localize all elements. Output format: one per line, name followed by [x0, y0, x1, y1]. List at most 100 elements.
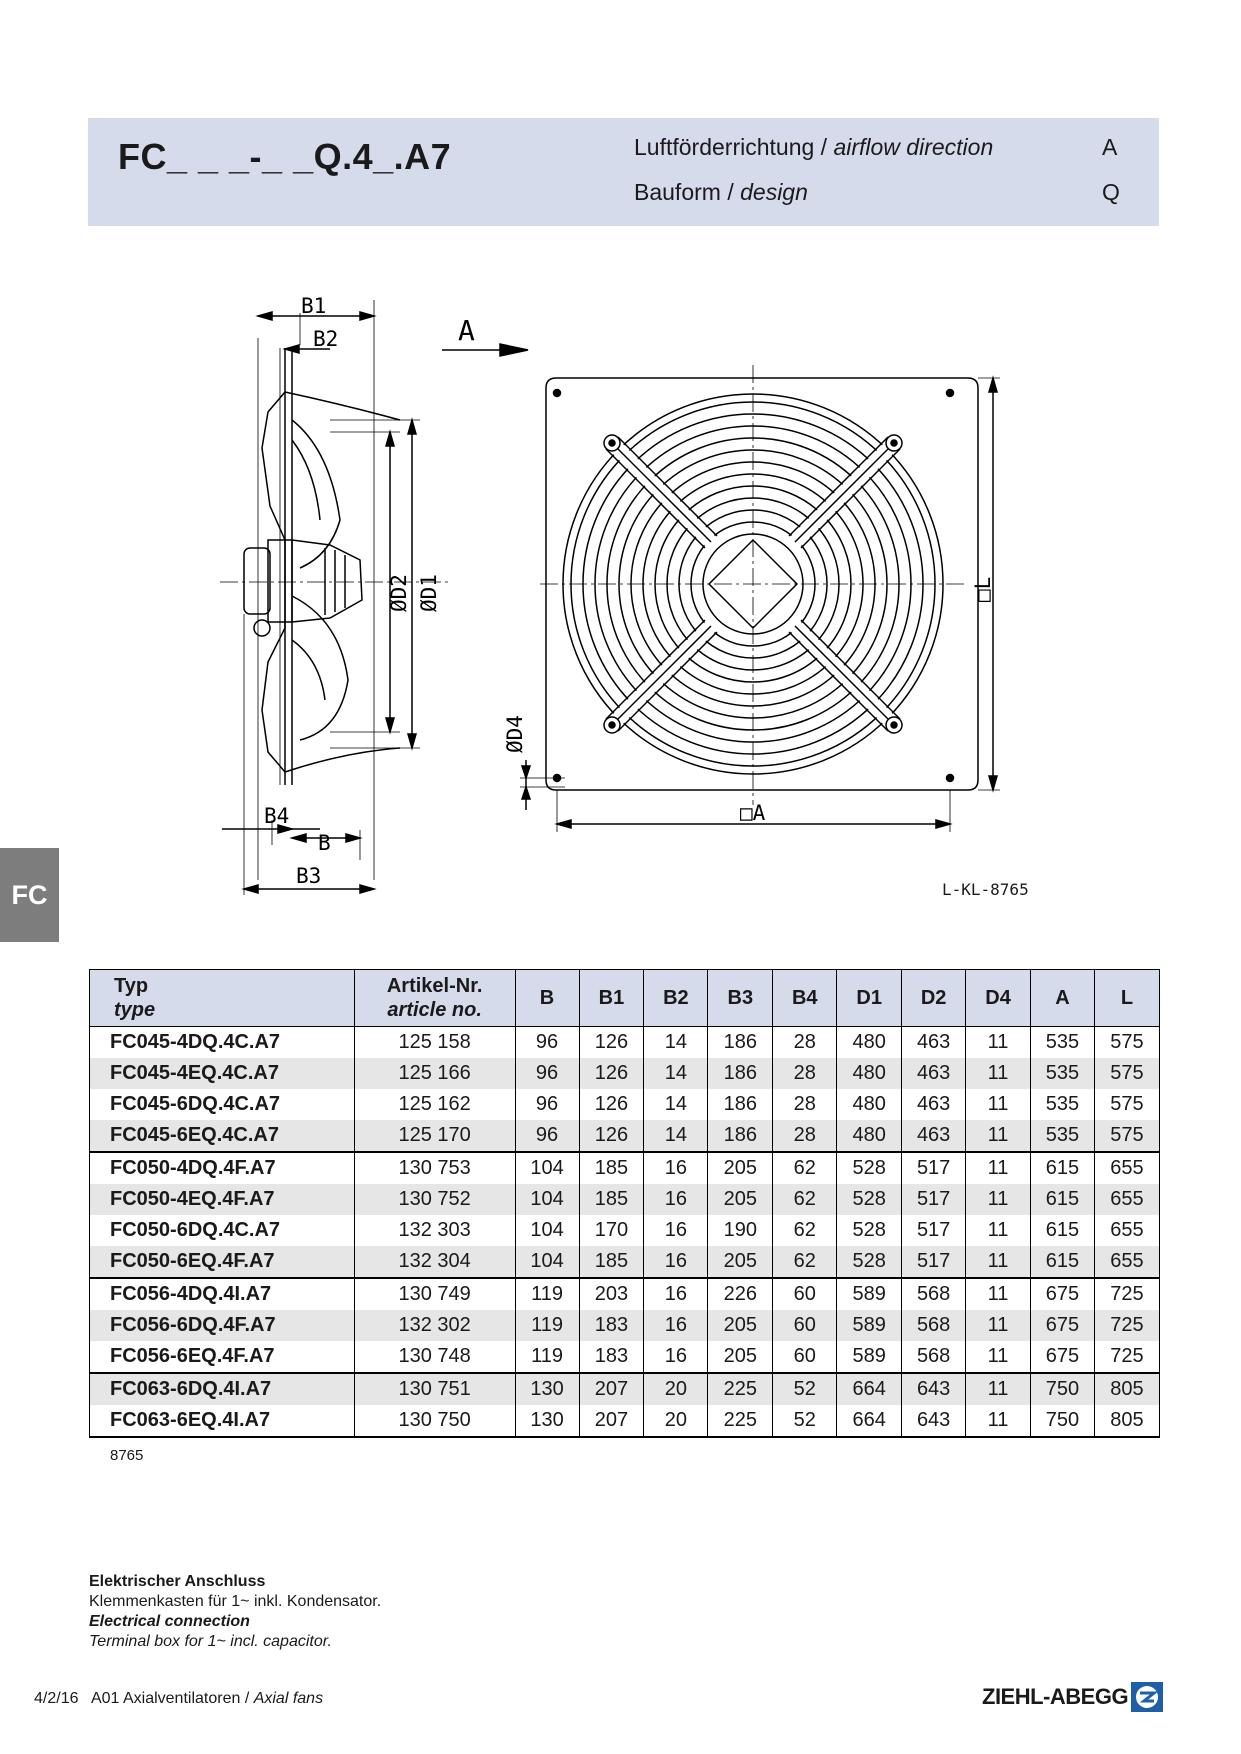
- dimension-cell: 615: [1030, 1215, 1095, 1246]
- dimension-cell: 185: [578, 1184, 645, 1215]
- dimension-cell: 96: [514, 1120, 580, 1153]
- dimension-cell: 28: [772, 1058, 838, 1089]
- label-b2: B2: [313, 327, 338, 351]
- article-cell: 130 751: [353, 1373, 516, 1405]
- side-view: [220, 300, 450, 895]
- label-d2: ØD2: [387, 574, 411, 612]
- dimension-cell: 517: [901, 1152, 967, 1184]
- dimension-cell: 11: [965, 1341, 1032, 1374]
- dimension-cell: 615: [1030, 1184, 1095, 1215]
- dimension-cell: 528: [836, 1215, 903, 1246]
- design-value: Q: [1102, 179, 1120, 205]
- dimension-cell: 575: [1093, 1058, 1161, 1089]
- dimension-cell: 186: [707, 1058, 774, 1089]
- dimension-cell: 535: [1030, 1089, 1095, 1120]
- dimension-cell: 11: [965, 1184, 1032, 1215]
- dimension-cell: 480: [836, 1089, 903, 1120]
- electrical-title-de: Elektrischer Anschluss: [89, 1573, 266, 1590]
- dimension-cell: 16: [643, 1246, 709, 1279]
- dimension-cell: 11: [965, 1089, 1032, 1120]
- header-b1: B1: [578, 969, 645, 1027]
- header-a: A: [1030, 969, 1095, 1027]
- header-d4: D4: [965, 969, 1032, 1027]
- dimension-cell: 62: [772, 1215, 838, 1246]
- brand-logo: ZIEHL-ABEGG: [982, 1681, 1164, 1713]
- label-b1: B1: [301, 294, 326, 318]
- type-cell: FC050-6EQ.4F.A7: [89, 1246, 355, 1279]
- dimension-cell: 62: [772, 1246, 838, 1279]
- dimension-cell: 750: [1030, 1405, 1095, 1438]
- dimension-cell: 675: [1030, 1310, 1095, 1341]
- dimension-cell: 517: [901, 1246, 967, 1279]
- article-cell: 130 748: [353, 1341, 516, 1374]
- type-cell: FC045-6DQ.4C.A7: [89, 1089, 355, 1120]
- drawing-reference: L-KL-8765: [942, 880, 1029, 899]
- dimension-cell: 96: [514, 1026, 580, 1058]
- dimension-cell: 535: [1030, 1120, 1095, 1153]
- article-cell: 130 749: [353, 1278, 516, 1310]
- dimension-cell: 463: [901, 1120, 967, 1153]
- header-article: Artikel-Nr.article no.: [353, 969, 516, 1027]
- dimension-cell: 205: [707, 1341, 774, 1374]
- dimension-cell: 62: [772, 1152, 838, 1184]
- dimension-cell: 643: [901, 1373, 967, 1405]
- dimension-cell: 52: [772, 1373, 838, 1405]
- article-cell: 132 303: [353, 1215, 516, 1246]
- dimension-cell: 725: [1093, 1278, 1161, 1310]
- dimension-cell: 104: [514, 1184, 580, 1215]
- dimension-cell: 205: [707, 1152, 774, 1184]
- dimension-cell: 183: [578, 1341, 645, 1374]
- brand-name: ZIEHL-ABEGG: [982, 1684, 1129, 1709]
- dimension-cell: 568: [901, 1310, 967, 1341]
- dimension-cell: 225: [707, 1373, 774, 1405]
- table-reference: 8765: [110, 1447, 144, 1464]
- dimension-cell: 14: [643, 1120, 709, 1153]
- dimension-cell: 11: [965, 1278, 1032, 1310]
- article-cell: 125 170: [353, 1120, 516, 1153]
- article-cell: 130 750: [353, 1405, 516, 1438]
- side-tab: FC: [0, 848, 59, 942]
- dimension-cell: 11: [965, 1026, 1032, 1058]
- dimension-cell: 186: [707, 1026, 774, 1058]
- article-cell: 132 302: [353, 1310, 516, 1341]
- dimension-cell: 463: [901, 1026, 967, 1058]
- dimension-cell: 517: [901, 1215, 967, 1246]
- dimension-cell: 183: [578, 1310, 645, 1341]
- dimension-cell: 675: [1030, 1341, 1095, 1374]
- dimension-cell: 205: [707, 1246, 774, 1279]
- dimension-cell: 463: [901, 1058, 967, 1089]
- dimension-cell: 126: [578, 1026, 645, 1058]
- dimension-cell: 203: [578, 1278, 645, 1310]
- dimension-cell: 805: [1093, 1373, 1161, 1405]
- dimension-cell: 11: [965, 1152, 1032, 1184]
- electrical-text-en: Terminal box for 1~ incl. capacitor.: [89, 1633, 332, 1650]
- dimension-cell: 60: [772, 1341, 838, 1374]
- electrical-title-en: Electrical connection: [89, 1613, 250, 1630]
- dimension-cell: 575: [1093, 1120, 1161, 1153]
- dimension-cell: 480: [836, 1026, 903, 1058]
- model-code: FC_ _ _-_ _Q.4_.A7: [118, 136, 452, 177]
- dimension-cell: 126: [578, 1120, 645, 1153]
- label-d1: ØD1: [417, 574, 441, 612]
- dimension-cell: 60: [772, 1310, 838, 1341]
- airflow-value: A: [1102, 134, 1118, 160]
- type-cell: FC050-6DQ.4C.A7: [89, 1215, 355, 1246]
- header-b4: B4: [772, 969, 838, 1027]
- dimension-cell: 615: [1030, 1152, 1095, 1184]
- dimension-cell: 119: [514, 1278, 580, 1310]
- label-b3: B3: [296, 864, 321, 888]
- dimension-cell: 14: [643, 1089, 709, 1120]
- article-cell: 130 753: [353, 1152, 516, 1184]
- dimension-cell: 11: [965, 1405, 1032, 1438]
